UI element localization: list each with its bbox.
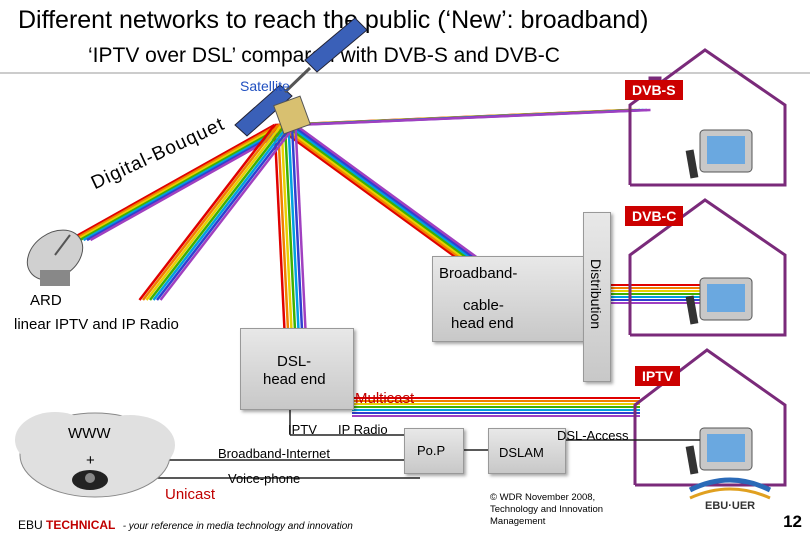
beam-to-dish bbox=[82, 123, 290, 242]
beam-to-left-head bbox=[142, 124, 279, 301]
voice-phone-label: Voice-phone bbox=[228, 471, 301, 486]
beam-to-dsl bbox=[287, 124, 300, 331]
satellite-beams bbox=[68, 108, 700, 417]
beam-to-dsl bbox=[280, 124, 293, 331]
beam-to-cable bbox=[294, 123, 482, 262]
tv-set-dvb-c bbox=[685, 277, 753, 325]
beam-to-left-head bbox=[156, 124, 293, 301]
dsl-label: DSL- bbox=[277, 353, 312, 370]
beam-to-dsl bbox=[273, 124, 286, 331]
footer-branding: EBU TECHNICAL - your reference in media … bbox=[18, 518, 353, 532]
cable-label: cable- bbox=[463, 297, 504, 314]
beam-to-cable bbox=[280, 123, 468, 262]
beam-to-dish bbox=[75, 123, 283, 242]
ebu-logo bbox=[688, 477, 772, 500]
tv-set-dvb-s bbox=[685, 129, 753, 179]
footer-technical: TECHNICAL bbox=[46, 518, 116, 532]
pop-label: Po.P bbox=[417, 443, 446, 458]
beam-to-cable bbox=[291, 123, 478, 262]
plus-label: + bbox=[86, 452, 95, 469]
beam-to-house-s bbox=[295, 108, 651, 127]
beam-to-cable bbox=[287, 123, 475, 262]
house-dvb-c bbox=[628, 198, 787, 337]
beam-to-cable bbox=[273, 123, 461, 262]
beam-to-cable bbox=[284, 123, 471, 262]
beam-to-dish bbox=[79, 123, 286, 242]
satellite-dish-icon bbox=[26, 229, 84, 286]
cable-head-end-box: Broadband- cable- head end bbox=[432, 256, 584, 342]
linear-iptv-label: linear IPTV and IP Radio bbox=[14, 316, 179, 333]
dsl-head-end-box: DSL- head end bbox=[240, 328, 354, 410]
broadband-internet-label: Broadband-Internet bbox=[218, 446, 331, 461]
beam-to-dsl bbox=[294, 124, 307, 331]
beam-to-dish bbox=[86, 123, 293, 242]
footer-tagline: - your reference in media technology and… bbox=[122, 521, 353, 532]
dsl-access-label: DSL-Access bbox=[557, 428, 629, 443]
dvb-s-badge: DVB-S bbox=[625, 80, 683, 100]
beam-to-dish bbox=[89, 123, 297, 242]
beam-to-dish bbox=[72, 123, 279, 242]
pop-box: Po.P bbox=[404, 428, 464, 474]
telephone-icon bbox=[72, 470, 108, 490]
beam-to-dsl bbox=[276, 124, 290, 331]
beam-to-dish bbox=[68, 123, 276, 242]
ard-label: ARD bbox=[30, 292, 62, 309]
copyright-note: © WDR November 2008, Technology and Inno… bbox=[490, 492, 604, 527]
slide-title: Different networks to reach the public (… bbox=[18, 6, 649, 34]
beam-to-dsl bbox=[283, 124, 297, 331]
beam-to-cable bbox=[277, 123, 464, 262]
cable-head-end-label: head end bbox=[451, 315, 514, 332]
ip-radio-label: IP Radio bbox=[338, 422, 388, 437]
satellite-icon bbox=[234, 17, 368, 137]
www-label: WWW bbox=[68, 425, 111, 442]
unicast-label: Unicast bbox=[165, 486, 216, 503]
beam-to-left-head bbox=[159, 124, 297, 301]
footer-org: EBU bbox=[18, 518, 43, 532]
iptv-badge: IPTV bbox=[635, 366, 681, 386]
satellite-label: Satellite bbox=[240, 78, 290, 94]
beam-to-left-head bbox=[152, 124, 290, 301]
beam-to-left-head bbox=[149, 124, 286, 301]
tv-set-iptv bbox=[685, 427, 753, 475]
distribution-bar: Distribution bbox=[583, 212, 611, 382]
beam-to-dsl bbox=[290, 124, 304, 331]
dslam-label: DSLAM bbox=[499, 445, 544, 460]
beam-to-left-head bbox=[145, 124, 283, 301]
distribution-label: Distribution bbox=[588, 259, 604, 330]
dsl-head-end-label: head end bbox=[263, 371, 326, 388]
dvb-c-badge: DVB-C bbox=[625, 206, 684, 226]
ebu-logo-text: EBU·UER bbox=[705, 500, 756, 512]
page-number: 12 bbox=[783, 512, 802, 531]
iptv-link-label: IPTV bbox=[288, 422, 317, 437]
multicast-label: Multicast bbox=[355, 390, 415, 407]
internet-cloud bbox=[15, 412, 175, 498]
broadband-label: Broadband- bbox=[439, 265, 518, 282]
beam-to-left-head bbox=[138, 124, 276, 301]
dslam-box: DSLAM bbox=[488, 428, 566, 474]
